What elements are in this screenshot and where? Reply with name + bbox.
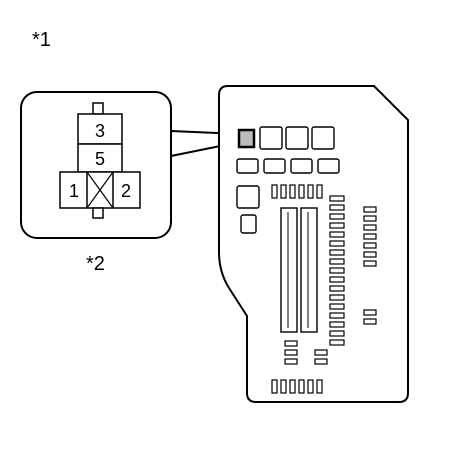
fuse-column-right xyxy=(363,206,377,325)
relay-slot xyxy=(317,158,340,174)
relay-slot xyxy=(236,185,260,209)
callout-ref-label: *2 xyxy=(86,253,105,275)
connector-slot-left xyxy=(280,207,298,333)
terminal-label-5: 5 xyxy=(95,149,105,169)
relay-bottom-tab xyxy=(92,207,104,219)
relay-cross-b xyxy=(86,171,114,209)
relay-callout: 3 5 1 2 xyxy=(20,91,172,239)
relay-slot xyxy=(236,158,259,174)
relay-terminal-3-box xyxy=(77,113,123,145)
relay-slot xyxy=(311,126,335,150)
terminal-label-1: 1 xyxy=(69,181,79,201)
terminal-label-3: 3 xyxy=(95,121,105,141)
fuse-row-bottom xyxy=(271,379,323,394)
relay-slot xyxy=(285,126,309,150)
relay-slot xyxy=(240,214,257,234)
fuse-column-middle xyxy=(329,195,345,346)
relay-top-tab xyxy=(92,102,104,115)
figure-ref-label: *1 xyxy=(32,29,51,51)
relay-slot xyxy=(290,158,313,174)
relay-slot xyxy=(263,158,286,174)
terminal-label-2: 2 xyxy=(121,181,131,201)
fuse-group-lower-left xyxy=(284,340,328,365)
connector-slot-right xyxy=(300,207,318,333)
relay-slot xyxy=(259,126,283,150)
highlighted-relay xyxy=(237,128,256,149)
fuse-row-top xyxy=(271,184,323,199)
